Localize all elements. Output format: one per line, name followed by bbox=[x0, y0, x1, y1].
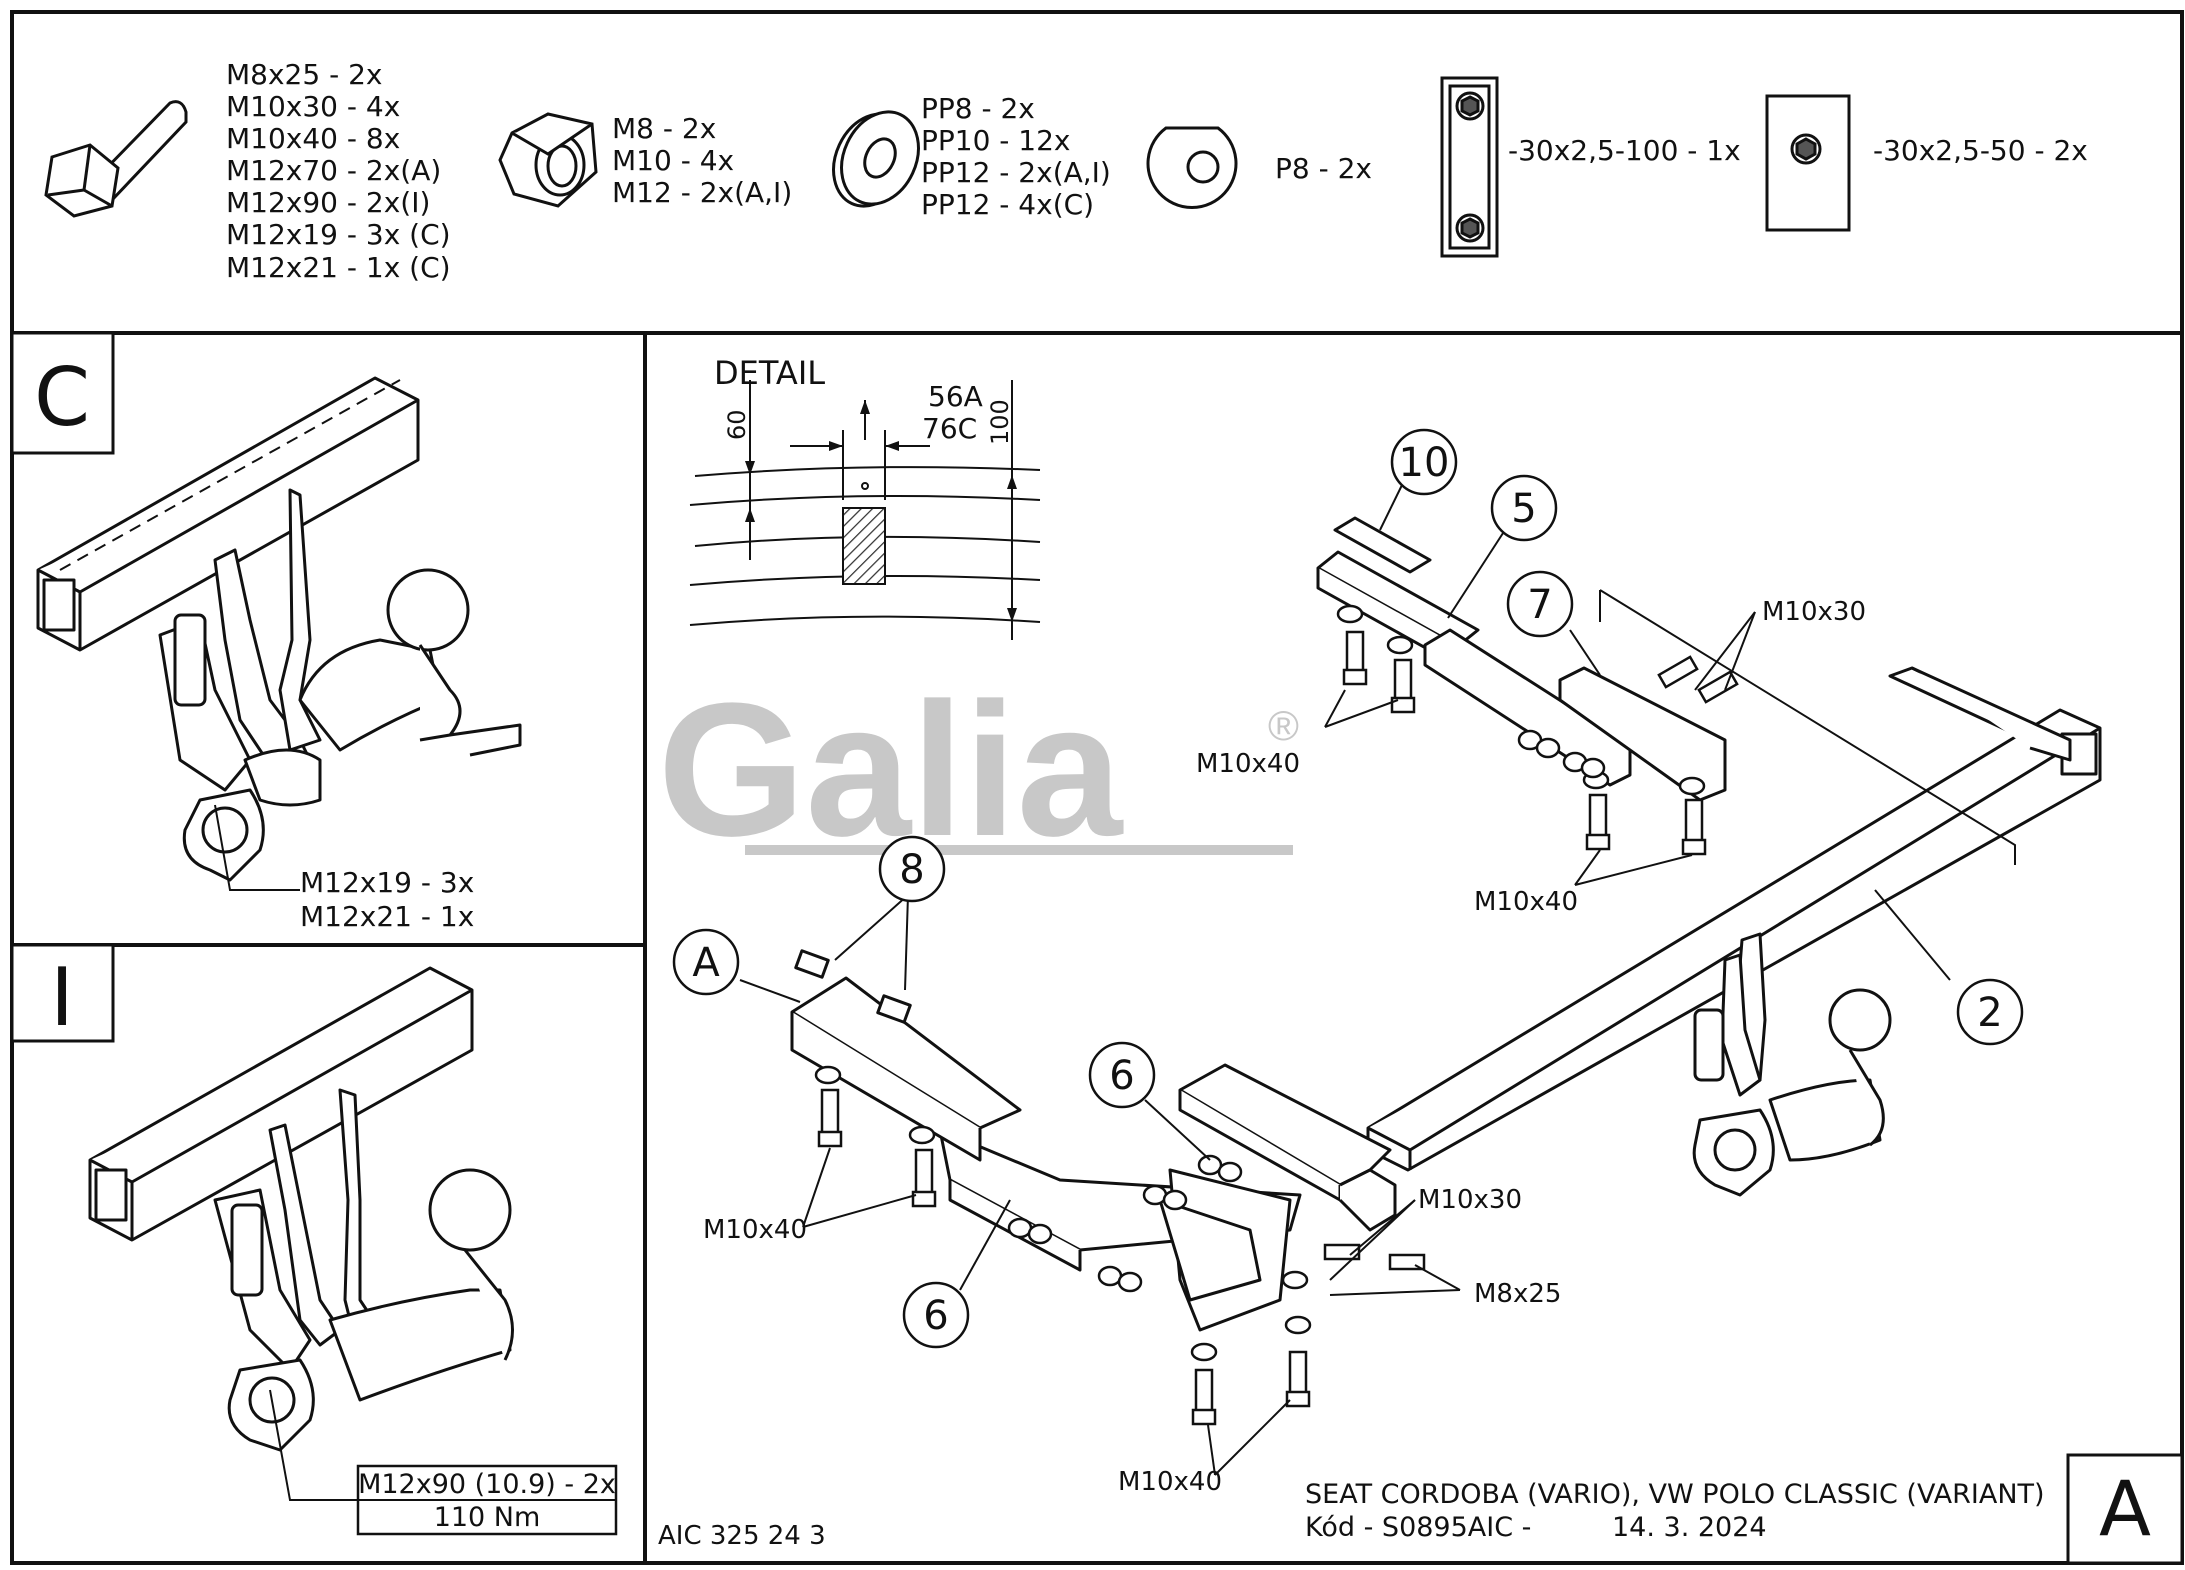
label-m10x30-bottom: M10x30 bbox=[1418, 1185, 1522, 1215]
spring-washer-label: P8 - 2x bbox=[1275, 152, 1372, 185]
bolt-line-3: M10x40 - 8x bbox=[226, 122, 400, 155]
panel-i-letter-box bbox=[10, 943, 115, 1043]
washer-line-2: PP10 - 12x bbox=[921, 124, 1071, 157]
washer-icon bbox=[832, 110, 920, 208]
callout-10: 10 bbox=[1399, 440, 1450, 486]
short-plate-icon bbox=[1765, 94, 1851, 232]
callout-2: 2 bbox=[1977, 990, 2002, 1036]
detail-arrow-right bbox=[885, 441, 899, 451]
callout-a: A bbox=[692, 940, 720, 986]
detail-dim-60: 60 bbox=[723, 409, 751, 440]
bolt-icon bbox=[44, 100, 188, 218]
panel-c-letter: C bbox=[34, 351, 90, 444]
panel-c-label-2: M12x21 - 1x bbox=[300, 900, 474, 933]
footer-variant: A bbox=[2099, 1464, 2151, 1553]
callout-8: 8 bbox=[899, 847, 924, 893]
panel-c-label-1: M12x19 - 3x bbox=[300, 866, 474, 899]
washer-line-1: PP8 - 2x bbox=[921, 92, 1035, 125]
label-m10x40-a: M10x40 bbox=[1196, 749, 1300, 779]
nut-icon bbox=[498, 112, 598, 208]
detail-title: DETAIL bbox=[714, 354, 825, 392]
footer: AIC 325 24 3 SEAT CORDOBA (VARIO), VW PO… bbox=[658, 1453, 2184, 1565]
footer-variant-box bbox=[2066, 1453, 2184, 1565]
panel-i-leader bbox=[269, 1389, 358, 1501]
bolt-line-7: M12x21 - 1x (C) bbox=[226, 251, 451, 284]
nut-line-2: M10 - 4x bbox=[612, 144, 734, 177]
panel-c: C M12x19 - 3x M12x21 - 1x bbox=[10, 331, 522, 933]
detail-arrow-100-top bbox=[1007, 475, 1017, 489]
panel-c-drawing bbox=[36, 376, 522, 882]
label-m10x30-top: M10x30 bbox=[1762, 597, 1866, 627]
panel-i-label-1: M12x90 (10.9) - 2x bbox=[358, 1469, 616, 1500]
watermark-underline bbox=[745, 845, 1293, 855]
panel-i: I M12x90 (10.9) - 2x 110 Nm bbox=[10, 943, 618, 1536]
long-plate-label: -30x2,5-100 - 1x bbox=[1508, 134, 1741, 167]
callout-5: 5 bbox=[1511, 486, 1536, 532]
panel-i-drawing bbox=[88, 966, 514, 1452]
panel-c-letter-box bbox=[10, 331, 115, 455]
short-plate-label: -30x2,5-50 - 2x bbox=[1873, 134, 2088, 167]
detail-view: DETAIL 60 100 56A 76C bbox=[689, 354, 1041, 640]
detail-label-76c: 76C bbox=[922, 412, 977, 445]
washer-line-4: PP12 - 4x(C) bbox=[921, 188, 1094, 221]
detail-section bbox=[842, 507, 886, 585]
detail-arrow-60-bottom bbox=[745, 508, 755, 522]
nut-line-3: M12 - 2x(A,I) bbox=[612, 176, 792, 209]
bolt-line-4: M12x70 - 2x(A) bbox=[226, 154, 441, 187]
main-assembly bbox=[790, 516, 2102, 1332]
detail-arrow-100-bottom bbox=[1007, 608, 1017, 622]
callout-6-top: 6 bbox=[1109, 1053, 1134, 1099]
spring-washer-icon bbox=[1146, 126, 1238, 209]
label-m10x40-c: M10x40 bbox=[703, 1215, 807, 1245]
detail-arrow-up bbox=[860, 400, 870, 414]
footer-vehicle: SEAT CORDOBA (VARIO), VW POLO CLASSIC (V… bbox=[1305, 1479, 2045, 1510]
leader-lines bbox=[739, 484, 2016, 1476]
washer-line-3: PP12 - 2x(A,I) bbox=[921, 156, 1111, 189]
nut-line-1: M8 - 2x bbox=[612, 112, 716, 145]
drawing-frame bbox=[10, 10, 2184, 1565]
label-m8x25: M8x25 bbox=[1474, 1279, 1561, 1309]
panel-i-letter: I bbox=[50, 951, 74, 1044]
bolt-line-6: M12x19 - 3x (C) bbox=[226, 218, 451, 251]
detail-label-56a: 56A bbox=[928, 380, 983, 413]
detail-arrow-60-top bbox=[745, 461, 755, 475]
footer-date: 14. 3. 2024 bbox=[1612, 1512, 1767, 1543]
bolt-line-5: M12x90 - 2x(I) bbox=[226, 186, 430, 219]
watermark-text: Galia bbox=[658, 664, 1124, 876]
bolt-line-2: M10x30 - 4x bbox=[226, 90, 400, 123]
detail-drawing bbox=[689, 380, 1041, 640]
detail-arrow-left bbox=[829, 441, 843, 451]
long-plate-icon bbox=[1440, 76, 1499, 258]
footer-code: AIC 325 24 3 bbox=[658, 1521, 826, 1551]
galia-watermark: Galia ® bbox=[658, 664, 1299, 876]
callout-6-bottom: 6 bbox=[923, 1293, 948, 1339]
panel-i-label-2: 110 Nm bbox=[434, 1502, 541, 1533]
watermark-reg: ® bbox=[1268, 702, 1299, 749]
label-m10x40-d: M10x40 bbox=[1118, 1467, 1222, 1497]
detail-dim-100: 100 bbox=[986, 399, 1014, 445]
footer-kod: Kód - S0895AIC - bbox=[1305, 1512, 1531, 1543]
bolt-line-1: M8x25 - 2x bbox=[226, 58, 382, 91]
callout-7: 7 bbox=[1527, 582, 1552, 628]
label-m10x40-b: M10x40 bbox=[1474, 887, 1578, 917]
callout-bubbles bbox=[672, 428, 2024, 1349]
panel-c-leader bbox=[214, 804, 300, 891]
parts-header: M8x25 - 2x M10x30 - 4x M10x40 - 8x M12x7… bbox=[44, 58, 2088, 284]
